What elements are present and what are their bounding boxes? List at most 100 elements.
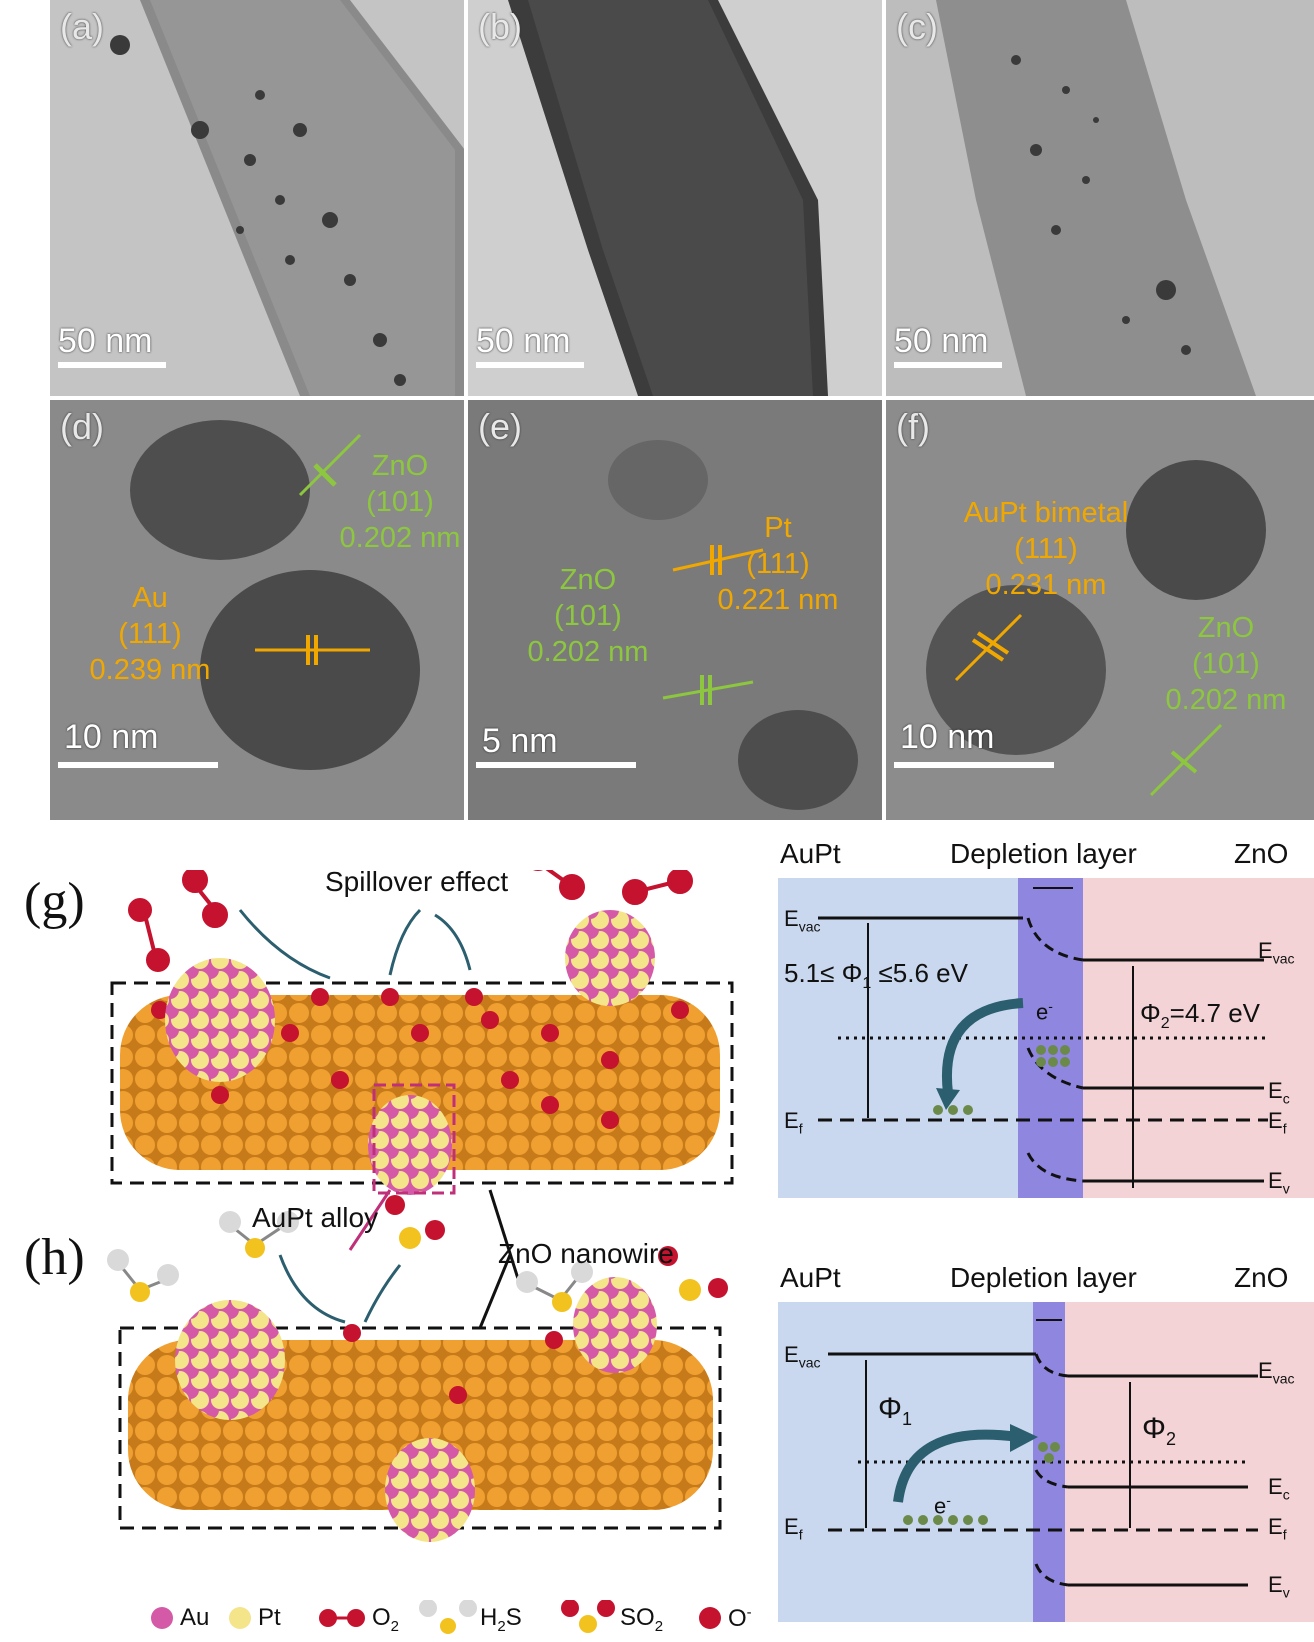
legend-symbols bbox=[151, 1600, 721, 1634]
panel-label: (a) bbox=[60, 6, 104, 47]
depletion-heading: Depletion layer bbox=[950, 838, 1137, 869]
electron-label: e- bbox=[1036, 998, 1053, 1025]
ef-left-label: Ef bbox=[784, 1514, 803, 1543]
ef-left-label: Ef bbox=[784, 1108, 803, 1137]
panel-label: (d) bbox=[60, 406, 104, 447]
hrtem-panel-d: (d) ZnO (101) 0.202 nm Au (111) 0.239 nm… bbox=[50, 400, 464, 820]
electron-label: e- bbox=[934, 1492, 951, 1519]
scale-bar-label: 50 nm bbox=[894, 322, 989, 360]
aupt-lattice-marker bbox=[954, 613, 1023, 682]
ev-label: Ev bbox=[1268, 1168, 1290, 1197]
scale-bar-label: 50 nm bbox=[58, 322, 153, 360]
hrtem-panel-e: (e) Pt (111) 0.221 nm ZnO (101) 0.202 nm… bbox=[468, 400, 882, 820]
tem-panel-a: (a) 50 nm bbox=[50, 0, 464, 396]
h2s-molecules bbox=[107, 1211, 593, 1312]
adsorbed-oxygen-ions bbox=[343, 1324, 563, 1404]
hrtem-image-d bbox=[50, 400, 464, 820]
aupt-annotation: AuPt bimetal (111) 0.231 nm bbox=[963, 497, 1129, 601]
reaction-arrows bbox=[278, 1254, 402, 1324]
evac-right-label: Evac bbox=[1258, 1358, 1295, 1387]
so2-molecules bbox=[385, 1195, 728, 1301]
scale-bar-label: 10 nm bbox=[900, 718, 995, 756]
ec-label: Ec bbox=[1268, 1474, 1290, 1503]
legend-o2-label: O2 bbox=[372, 1604, 400, 1635]
zno-lattice-marker bbox=[662, 675, 754, 705]
scale-bar bbox=[58, 362, 166, 368]
aupt-alloy-particle bbox=[385, 1438, 475, 1542]
panel-label: (f) bbox=[896, 406, 930, 447]
evac-left-label: Evac bbox=[784, 906, 821, 935]
pt-annotation: Pt (111) 0.221 nm bbox=[717, 512, 839, 616]
ef-right-label: Ef bbox=[1268, 1514, 1287, 1543]
panel-label-g: (g) bbox=[24, 873, 85, 930]
phi1-label: 5.1≤ Φ1 ≤5.6 eV bbox=[784, 958, 968, 993]
tem-panel-c: (c) 50 nm bbox=[886, 0, 1314, 396]
depletion-heading: Depletion layer bbox=[950, 1262, 1137, 1293]
spillover-arrows bbox=[238, 908, 472, 980]
hrtem-image-f bbox=[886, 400, 1314, 820]
band-diagram-h: AuPt Depletion layer ZnO Evac Evac Φ1 Φ2… bbox=[778, 1262, 1314, 1632]
adsorbed-oxygen-ions bbox=[151, 988, 689, 1129]
scale-bar bbox=[894, 362, 1002, 368]
zno-annotation: ZnO (101) 0.202 nm bbox=[1165, 612, 1287, 716]
band-structure-g bbox=[778, 878, 1314, 1198]
aupt-alloy-particle bbox=[368, 1095, 452, 1195]
nanowire-pointer bbox=[478, 1254, 512, 1329]
scale-bar-label: 50 nm bbox=[476, 322, 571, 360]
aupt-heading: AuPt bbox=[780, 838, 841, 869]
aupt-heading: AuPt bbox=[780, 1262, 841, 1293]
aupt-alloy-label: AuPt alloy bbox=[252, 1202, 379, 1233]
ev-label: Ev bbox=[1268, 1572, 1290, 1601]
panel-label: (e) bbox=[478, 406, 522, 447]
tem-image-b bbox=[468, 0, 882, 396]
ef-right-label: Ef bbox=[1268, 1108, 1287, 1137]
hrtem-image-e bbox=[468, 400, 882, 820]
highlight-box bbox=[372, 1083, 456, 1195]
panel-label: (c) bbox=[896, 6, 938, 47]
scale-bar bbox=[58, 762, 218, 768]
tem-image-c bbox=[886, 0, 1314, 396]
phi2-label: Φ2 bbox=[1142, 1412, 1176, 1449]
ec-label: Ec bbox=[1268, 1078, 1290, 1107]
legend-o-ion-label: O- bbox=[728, 1604, 752, 1632]
scale-bar bbox=[894, 762, 1054, 768]
pt-lattice-marker bbox=[672, 545, 764, 575]
scale-bar-label: 5 nm bbox=[482, 722, 558, 760]
molecule-legend: Au Pt O2 H2S SO2 O- bbox=[150, 1596, 790, 1636]
phi1-label: Φ1 bbox=[878, 1392, 912, 1429]
aupt-alloy-particle bbox=[565, 910, 655, 1006]
hrtem-panel-f: (f) AuPt bimetal (111) 0.231 nm ZnO (101… bbox=[886, 400, 1314, 820]
band-structure-h bbox=[778, 1302, 1314, 1622]
zno-lattice-marker bbox=[1149, 723, 1223, 797]
legend-h2s-label: H2S bbox=[480, 1604, 522, 1635]
au-lattice-marker bbox=[255, 635, 370, 665]
zno-heading: ZnO bbox=[1234, 838, 1289, 869]
scale-bar-label: 10 nm bbox=[64, 718, 159, 756]
tem-panel-b: (b) 50 nm bbox=[468, 0, 882, 396]
zno-annotation: ZnO (101) 0.202 nm bbox=[527, 564, 649, 668]
aupt-alloy-particle bbox=[175, 1300, 285, 1420]
o2-molecules bbox=[128, 870, 693, 972]
aupt-alloy-particle bbox=[573, 1277, 657, 1373]
aupt-alloy-particle bbox=[165, 958, 275, 1082]
zno-heading: ZnO bbox=[1234, 1262, 1289, 1293]
evac-left-label: Evac bbox=[784, 1342, 821, 1371]
scale-bar bbox=[476, 362, 584, 368]
evac-right-label: Evac bbox=[1258, 938, 1295, 967]
zno-lattice-marker bbox=[298, 433, 362, 497]
au-annotation: Au (111) 0.239 nm bbox=[89, 582, 211, 686]
legend-au-label: Au bbox=[180, 1604, 210, 1631]
legend-pt-label: Pt bbox=[258, 1604, 281, 1631]
phi2-label: Φ2=4.7 eV bbox=[1140, 998, 1261, 1033]
nanowire-schemes bbox=[107, 870, 734, 1542]
zno-annotation: ZnO (101) 0.202 nm bbox=[339, 450, 461, 554]
zno-nanowire-label: ZnO nanowire bbox=[498, 1238, 674, 1269]
panel-label-h: (h) bbox=[24, 1229, 85, 1286]
panel-label: (b) bbox=[478, 6, 522, 47]
alloy-pointer bbox=[348, 1189, 392, 1251]
band-diagram-g: AuPt Depletion layer ZnO Evac Evac 5.1≤ … bbox=[778, 838, 1314, 1210]
spillover-label: Spillover effect bbox=[325, 866, 509, 897]
nanowire-pointer bbox=[488, 1189, 522, 1286]
tem-image-a bbox=[50, 0, 464, 396]
scale-bar bbox=[476, 762, 636, 768]
